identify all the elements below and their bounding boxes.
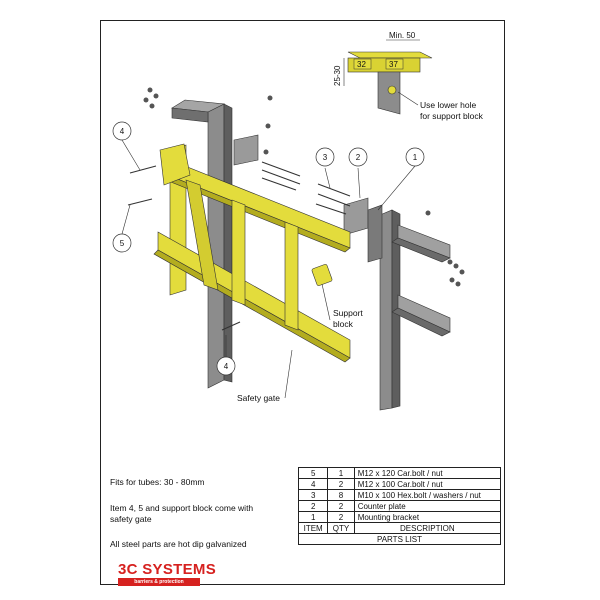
safety-gate	[153, 143, 351, 363]
parts-cell-item: 2	[297, 500, 329, 512]
parts-cell-item: 3	[297, 489, 329, 501]
item-bubble: 4	[112, 121, 132, 141]
brand-logo: 3C SYSTEMS	[118, 561, 217, 578]
callout-lower-hole-2: for support block	[420, 111, 484, 121]
svg-text:4: 4	[224, 362, 229, 371]
parts-cell-qty: 2	[327, 478, 355, 490]
leader-lines	[121, 91, 419, 399]
parts-header-qty: QTY	[327, 522, 355, 534]
parts-cell-qty: 1	[327, 467, 355, 479]
counter-plate-left	[233, 134, 259, 166]
callout-support-block-2: block	[333, 319, 354, 329]
nuts-right	[425, 210, 465, 287]
slot-b-label: 37	[389, 60, 398, 69]
svg-text:5: 5	[120, 239, 125, 248]
right-post	[379, 209, 451, 411]
parts-cell-item: 1	[297, 511, 329, 523]
parts-cell-description: Counter plate	[353, 500, 502, 512]
parts-title-row: PARTS LIST	[298, 533, 501, 545]
item-bubble: 2	[348, 147, 368, 167]
parts-cell-description: M12 x 120 Car.bolt / nut	[353, 467, 502, 479]
note-items-included: Item 4, 5 and support block come with sa…	[110, 503, 285, 525]
drawing-frame	[100, 20, 505, 585]
item-bubble: 1	[405, 147, 425, 167]
callout-support-block: Support	[333, 308, 363, 318]
parts-cell-description: Mounting bracket	[353, 511, 502, 523]
item-bubble: 3	[315, 147, 335, 167]
nuts-left	[143, 87, 273, 155]
dimension-range-label: 25-30	[333, 65, 342, 86]
parts-cell-item: 5	[297, 467, 329, 479]
item-bubble: 5	[112, 233, 132, 253]
svg-text:2: 2	[356, 153, 361, 162]
note-galvanized: All steel parts are hot dip galvanized	[110, 539, 247, 549]
callout-lower-hole: Use lower hole	[420, 100, 476, 110]
parts-cell-item: 4	[297, 478, 329, 490]
slot-a-label: 32	[357, 60, 366, 69]
detail-view	[343, 39, 433, 115]
left-post	[171, 99, 233, 389]
brand-tagline: barriers & protection	[118, 578, 200, 586]
mounting-bracket-right	[343, 197, 383, 263]
note-tube-range: Fits for tubes: 30 - 80mm	[110, 477, 205, 487]
bolts-item-3	[261, 161, 351, 215]
dimension-min-label: Min. 50	[389, 31, 416, 40]
svg-text:3: 3	[323, 153, 328, 162]
note-items-line-1: Item 4, 5 and support block come with	[110, 503, 254, 513]
parts-cell-qty: 2	[327, 511, 355, 523]
parts-cell-qty: 8	[327, 489, 355, 501]
parts-list-title: PARTS LIST	[298, 533, 501, 545]
parts-cell-description: M10 x 100 Hex.bolt / washers / nut	[353, 489, 502, 501]
parts-cell-qty: 2	[327, 500, 355, 512]
parts-cell-description: M12 x 100 Car.bolt / nut	[353, 478, 502, 490]
parts-header-description: DESCRIPTION	[353, 522, 502, 534]
svg-text:1: 1	[413, 153, 418, 162]
svg-text:4: 4	[120, 127, 125, 136]
callout-safety-gate: Safety gate	[237, 393, 280, 403]
parts-header-item: ITEM	[297, 522, 329, 534]
bolts-item-4-5	[127, 165, 241, 331]
item-bubble: 4	[216, 356, 236, 376]
note-items-line-2: safety gate	[110, 514, 152, 524]
